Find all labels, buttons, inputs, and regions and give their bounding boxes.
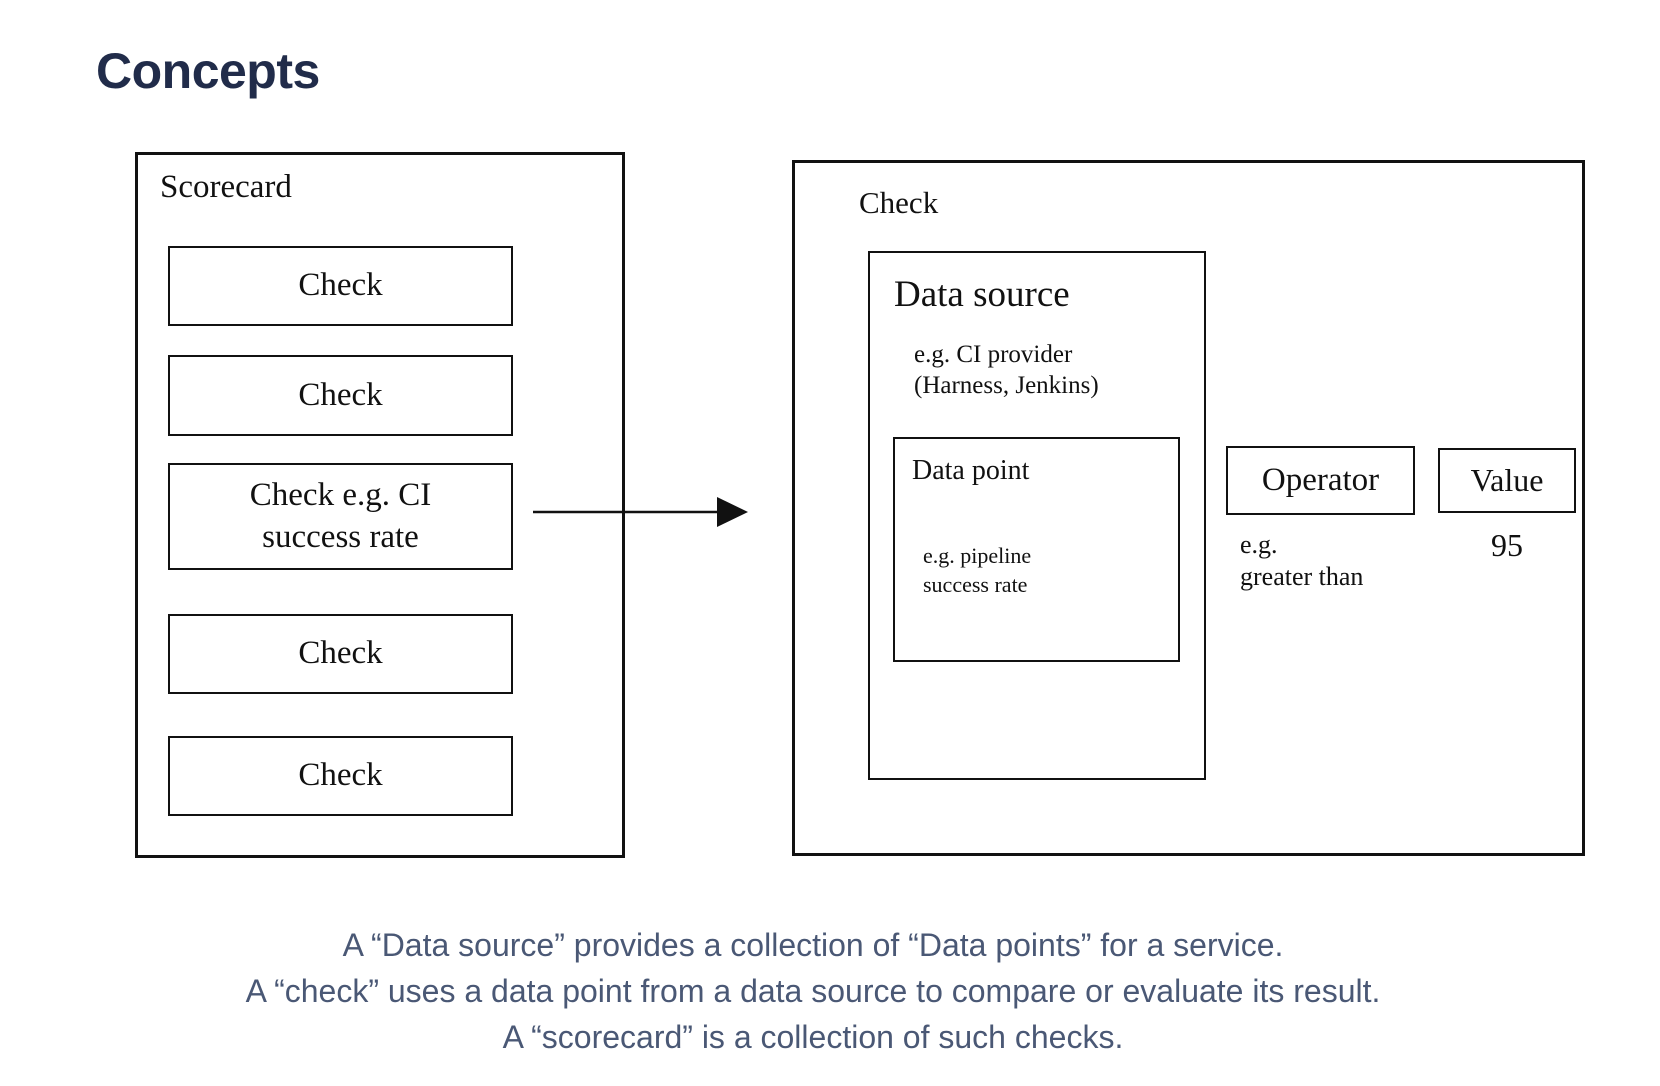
- check-item: Check: [168, 736, 513, 816]
- caption-line: A “Data source” provides a collection of…: [342, 927, 1284, 963]
- data-point-label: Data point: [912, 455, 1030, 486]
- data-source-box: Data source e.g. CI provider (Harness, J…: [868, 251, 1206, 780]
- scorecard-label: Scorecard: [160, 169, 292, 205]
- operator-box: Operator: [1226, 446, 1415, 515]
- scorecard-to-check-arrow-icon: [533, 497, 748, 527]
- diagram-captions: A “Data source” provides a collection of…: [0, 922, 1626, 1060]
- operator-example: e.g. greater than: [1240, 530, 1364, 591]
- data-source-example: e.g. CI provider (Harness, Jenkins): [914, 341, 1099, 399]
- data-point-example: e.g. pipeline success rate: [923, 543, 1032, 597]
- data-source-label: Data source: [894, 274, 1070, 315]
- check-detail-box: Check Data source e.g. CI provider (Harn…: [792, 160, 1585, 856]
- check-item-ci-success-rate: Check e.g. CI success rate: [168, 463, 513, 570]
- caption-line: A “check” uses a data point from a data …: [245, 973, 1381, 1009]
- data-point-box: Data point e.g. pipeline success rate: [893, 437, 1180, 662]
- caption-line: A “scorecard” is a collection of such ch…: [502, 1019, 1124, 1055]
- check-detail-label: Check: [859, 185, 939, 220]
- value-example: 95: [1491, 527, 1523, 563]
- check-item: Check: [168, 246, 513, 326]
- scorecard-box: Scorecard Check Check Check e.g. CI succ…: [135, 152, 625, 858]
- check-item: Check: [168, 614, 513, 694]
- value-box: Value: [1438, 448, 1576, 513]
- check-item: Check: [168, 355, 513, 436]
- page-title: Concepts: [96, 42, 320, 99]
